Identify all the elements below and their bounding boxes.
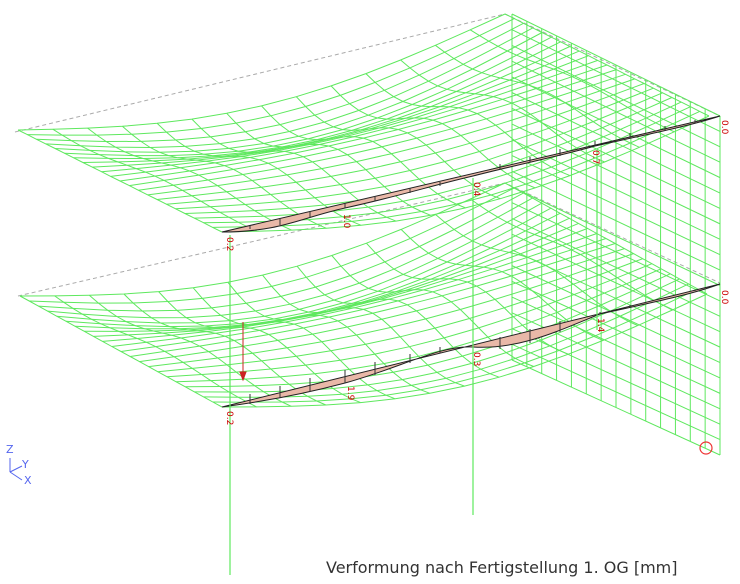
value-label: 0.2 [224, 411, 234, 425]
value-label: 1.4 [595, 318, 605, 333]
value-label: 1.9 [345, 386, 355, 401]
value-label: 0.7 [590, 150, 600, 164]
value-label: 1.0 [341, 214, 351, 229]
y-axis-label: Y [21, 458, 29, 471]
upper-beam-deformation [221, 115, 721, 233]
load-arrow [239, 322, 247, 382]
axis-triad: Z Y X [6, 443, 32, 487]
z-axis-label: Z [6, 443, 14, 456]
value-label: 0.2 [224, 237, 234, 251]
value-label: 0.4 [471, 182, 481, 197]
lower-slab-mesh [19, 182, 708, 408]
columns [229, 150, 598, 575]
diagram-caption: Verformung nach Fertigstellung 1. OG [mm… [326, 558, 678, 577]
value-label: 0.3 [471, 352, 481, 366]
upper-value-labels: 0.2 1.0 0.4 0.7 0.0 [224, 120, 729, 251]
lower-value-labels: 0.2 1.9 0.3 1.4 0.0 [224, 290, 729, 425]
value-label: 0.0 [719, 290, 729, 305]
x-axis-label: X [24, 474, 32, 487]
upper-slab-mesh [17, 13, 710, 233]
support-marker [699, 441, 713, 455]
value-label: 0.0 [719, 120, 729, 135]
